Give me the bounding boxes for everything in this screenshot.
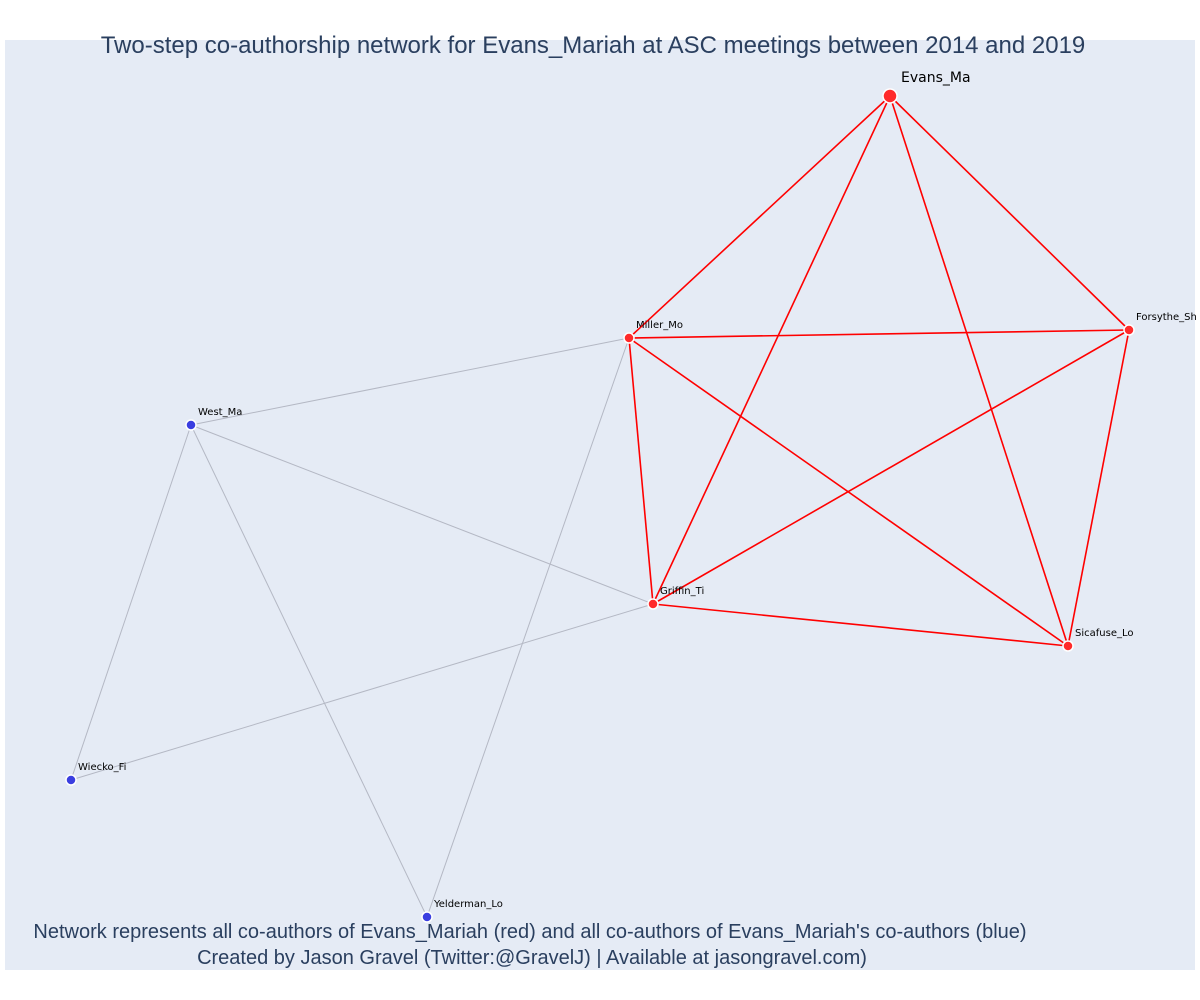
edge-Evans_Ma-Miller_Mo xyxy=(628,95,891,339)
node-label-Wiecko_Fi: Wiecko_Fi xyxy=(78,762,126,773)
edge-Evans_Ma-Griffin_Ti xyxy=(652,95,891,605)
edge-Evans_Ma-Sicafuse_Lo xyxy=(889,95,1069,647)
node-Yelderman_Lo[interactable] xyxy=(421,911,433,923)
edge-West_Ma-Miller_Mo xyxy=(190,337,630,426)
edge-Griffin_Ti-Sicafuse_Lo xyxy=(652,603,1069,647)
edge-West_Ma-Yelderman_Lo xyxy=(190,424,428,918)
edges-layer xyxy=(70,95,1130,918)
edge-West_Ma-Griffin_Ti xyxy=(190,424,654,605)
plot-background xyxy=(5,40,1195,970)
edge-Miller_Mo-Forsythe_Sh xyxy=(628,329,1130,339)
edge-Wiecko_Fi-Griffin_Ti xyxy=(70,603,654,781)
node-label-West_Ma: West_Ma xyxy=(198,407,242,418)
node-Sicafuse_Lo[interactable] xyxy=(1062,640,1074,652)
edge-Evans_Ma-Forsythe_Sh xyxy=(889,95,1130,331)
caption-line-2: Created by Jason Gravel (Twitter:@Gravel… xyxy=(197,947,867,969)
caption-line-1: Network represents all co-authors of Eva… xyxy=(33,921,1026,943)
node-Miller_Mo[interactable] xyxy=(623,332,635,344)
node-label-Miller_Mo: Miller_Mo xyxy=(636,320,683,331)
edge-Forsythe_Sh-Sicafuse_Lo xyxy=(1067,329,1130,647)
node-West_Ma[interactable] xyxy=(185,419,197,431)
node-label-Evans_Ma: Evans_Ma xyxy=(901,70,971,86)
edge-Griffin_Ti-Forsythe_Sh xyxy=(652,329,1130,605)
node-Forsythe_Sh[interactable] xyxy=(1123,324,1135,336)
edge-Miller_Mo-Griffin_Ti xyxy=(628,337,654,605)
node-label-Sicafuse_Lo: Sicafuse_Lo xyxy=(1075,628,1134,639)
chart-title: Two-step co-authorship network for Evans… xyxy=(101,32,1086,59)
node-label-Griffin_Ti: Griffin_Ti xyxy=(660,586,704,597)
edge-Yelderman_Lo-Miller_Mo xyxy=(426,337,630,918)
edge-West_Ma-Wiecko_Fi xyxy=(70,424,192,781)
node-Evans_Ma[interactable] xyxy=(882,88,898,104)
node-label-Yelderman_Lo: Yelderman_Lo xyxy=(433,899,503,910)
node-Wiecko_Fi[interactable] xyxy=(65,774,77,786)
node-Griffin_Ti[interactable] xyxy=(647,598,659,610)
nodes-layer xyxy=(65,88,1135,923)
node-label-Forsythe_Sh: Forsythe_Sh xyxy=(1136,312,1197,323)
